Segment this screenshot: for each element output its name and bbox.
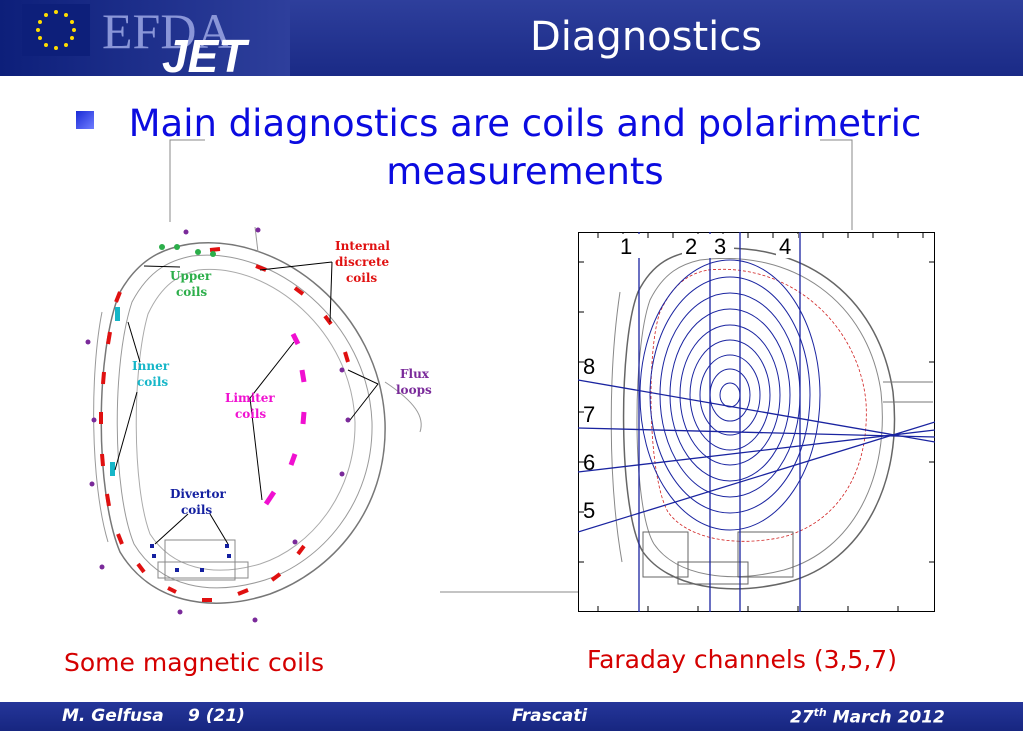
internal-coils-label-3: coils [346,271,377,285]
footer-bar: M. Gelfusa 9 (21) Frascati 27th March 20… [0,702,1023,731]
faraday-channels-figure: 1 2 3 4 8 7 6 5 [578,232,935,612]
right-figure-caption: Faraday channels (3,5,7) [587,645,897,674]
upper-coils-label-1: Upper [170,269,212,283]
channel-3-label: 3 [714,234,726,259]
footer-date-rest: March 2012 [832,707,945,728]
channel-5-label: 5 [583,498,595,523]
footer-date: 27th March 2012 [790,706,945,728]
efda-jet-logo: EFDA JET [0,0,290,82]
channel-4-label: 4 [779,234,791,259]
flux-loops-label-2: loops [396,383,432,397]
header-bar: EFDA JET Diagnostics [0,0,1023,82]
footer-page-number: 9 (21) [188,706,245,726]
limiter-coils-label-1: Limiter [225,391,275,405]
logo-efda-text: EFDA [102,3,233,59]
internal-coils-label-2: discrete [335,255,390,269]
channel-8-label: 8 [583,354,595,379]
bullet-square-icon [76,111,94,129]
bullet-text: Main diagnostics are coils and polarimet… [128,102,922,193]
divertor-coils-label-2: coils [181,503,212,517]
left-figure-caption: Some magnetic coils [64,648,325,677]
magnetic-coils-figure: Upper coils Inner coils Internal discret… [80,222,440,627]
channel-7-label: 7 [583,402,595,427]
inner-coils-label-1: Inner [132,359,170,373]
footer-place: Frascati [512,706,588,726]
inner-coils-label-2: coils [137,375,168,389]
footer-author: M. Gelfusa [62,706,164,726]
logo-jet-text: JET [162,30,250,76]
internal-coils-label-1: Internal [335,239,390,253]
eu-stars-icon: EFDA JET [22,3,250,82]
divertor-coils-label-1: Divertor [170,487,226,501]
page-title: Diagnostics [530,14,763,60]
upper-coils-label-2: coils [176,285,207,299]
footer-date-sup: th [813,706,827,719]
footer-date-day: 27 [790,707,814,728]
flux-loops-label-1: Flux [400,367,430,381]
channel-2-label: 2 [685,234,697,259]
limiter-coils-label-2: coils [235,407,266,421]
channel-1-label: 1 [620,234,632,259]
channel-6-label: 6 [583,450,595,475]
